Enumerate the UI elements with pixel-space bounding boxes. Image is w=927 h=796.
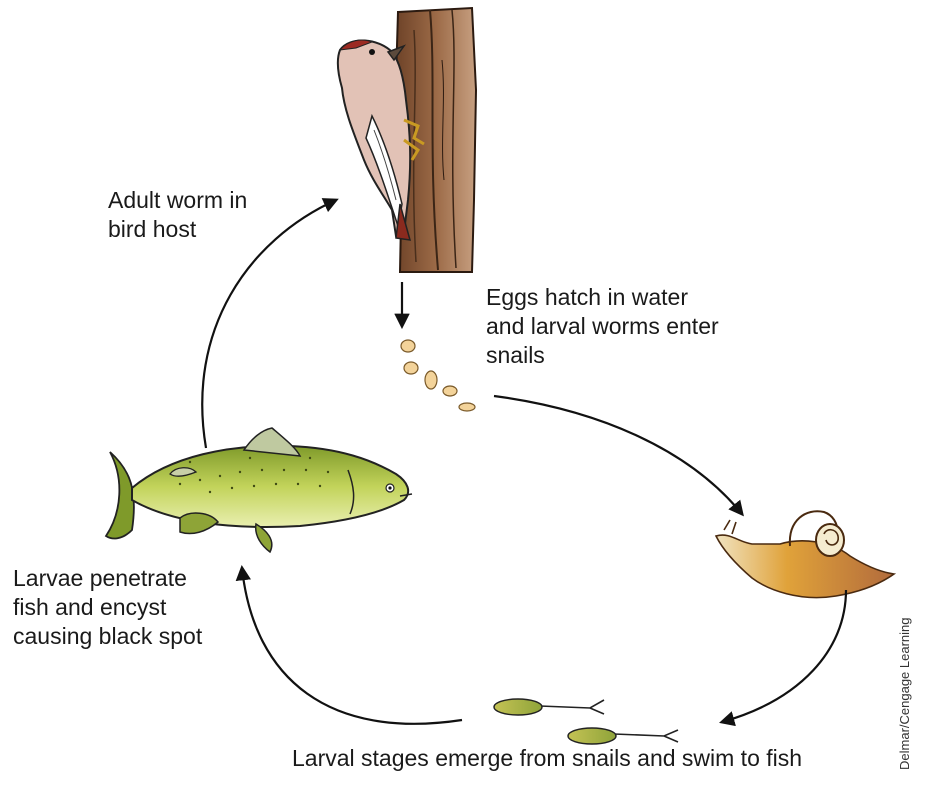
snail [716,511,894,597]
label-larvae-penetrate-line-1: Larvae penetrate [13,564,202,593]
label-eggs-hatch-line-1: Eggs hatch in water [486,283,719,312]
label-adult-worm-line-1: Adult worm in [108,186,247,215]
label-adult-worm-line-2: bird host [108,215,247,244]
arrow-snail-to-larvae [722,590,846,722]
arrow-eggs-to-snail [494,396,742,514]
eggs [401,340,475,411]
fish [106,428,412,552]
label-eggs-hatch: Eggs hatch in water and larval worms ent… [486,283,719,370]
larvae [494,699,678,744]
arrow-larvae-to-fish [242,568,462,724]
label-larvae-penetrate-line-3: causing black spot [13,622,202,651]
credit-text: Delmar/Cengage Learning [897,618,912,770]
label-larval-stages: Larval stages emerge from snails and swi… [292,744,802,773]
label-larvae-penetrate: Larvae penetrate fish and encyst causing… [13,564,202,651]
label-adult-worm: Adult worm in bird host [108,186,247,244]
label-eggs-hatch-line-3: snails [486,341,719,370]
label-larvae-penetrate-line-2: fish and encyst [13,593,202,622]
label-eggs-hatch-line-2: and larval worms enter [486,312,719,341]
